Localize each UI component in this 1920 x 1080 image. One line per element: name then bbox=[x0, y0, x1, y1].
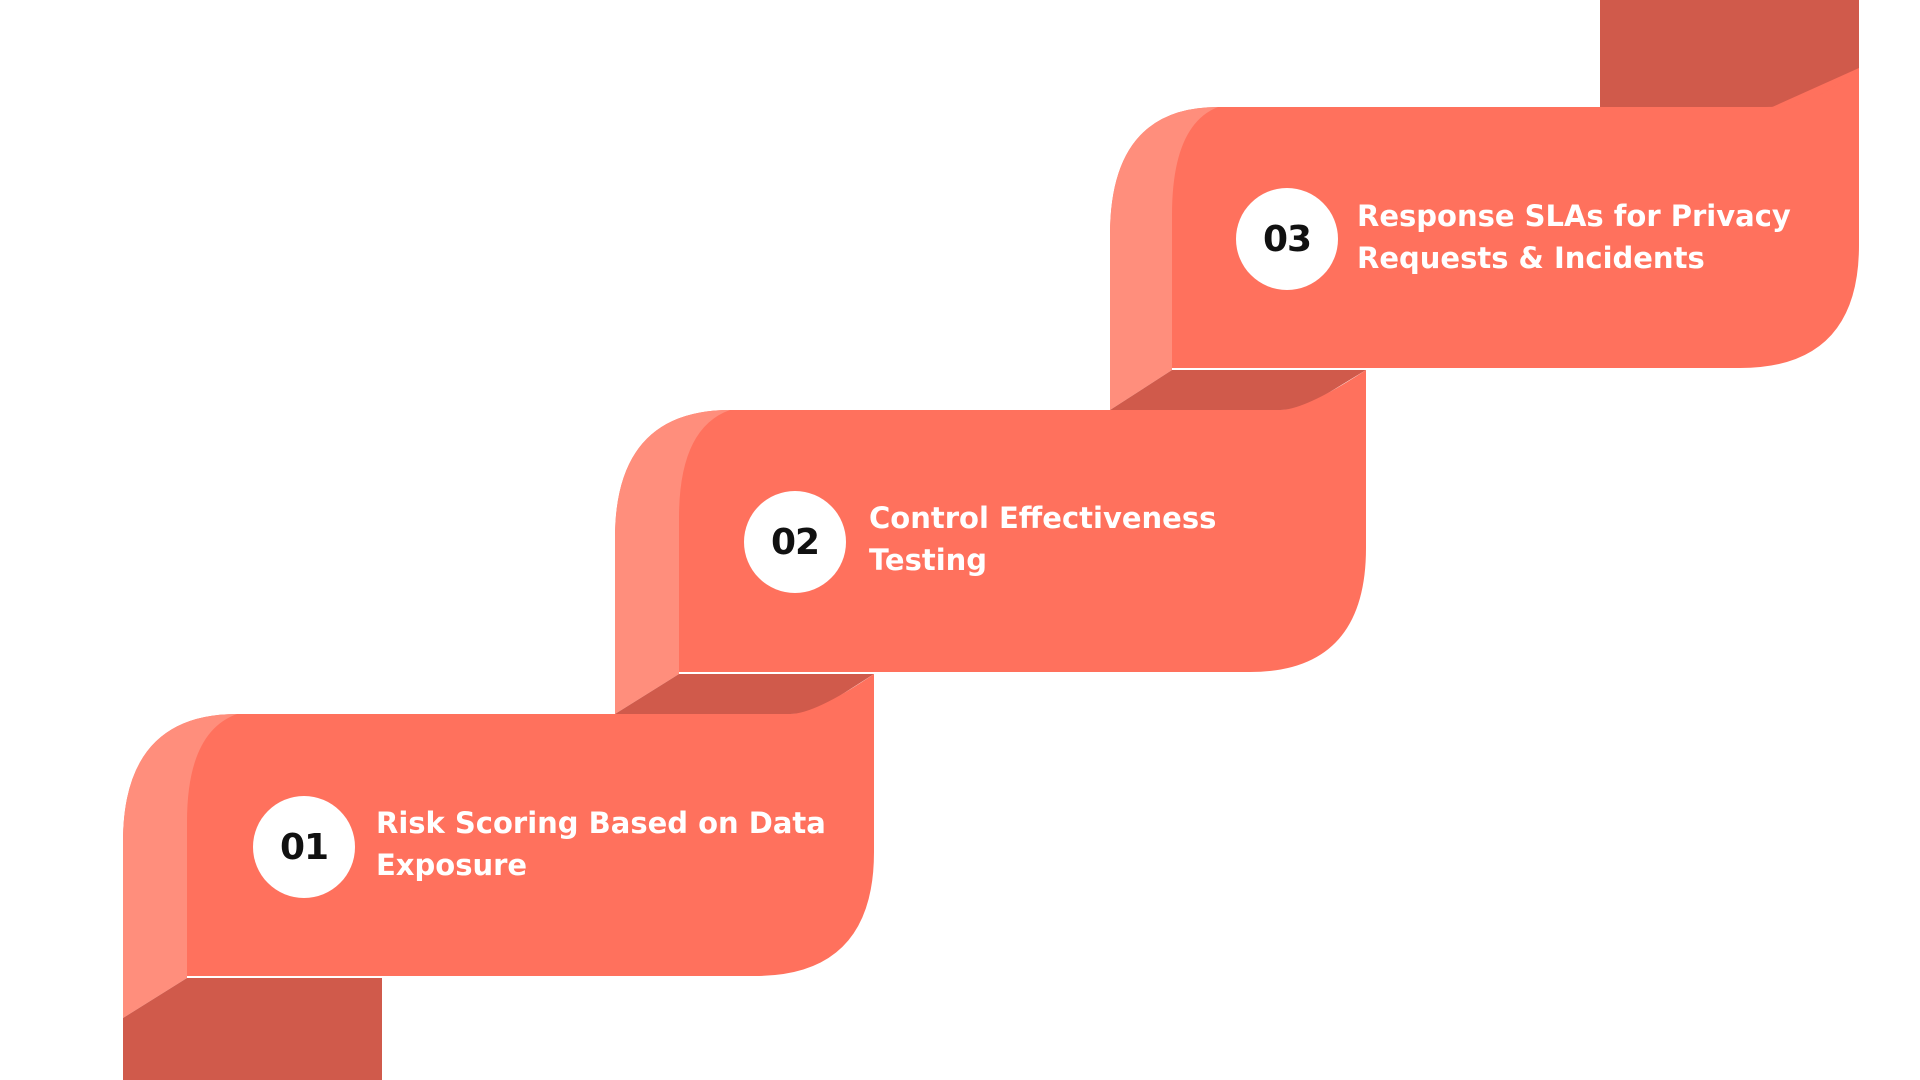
ribbon-fold-02 bbox=[615, 674, 874, 714]
step-01-label: Risk Scoring Based on Data Exposure bbox=[376, 806, 826, 882]
step-02-number: 02 bbox=[770, 521, 820, 563]
ribbon-fold-bottom bbox=[123, 978, 382, 1080]
ribbon-fold-top bbox=[1600, 68, 1859, 108]
ribbon-band-02 bbox=[615, 370, 1366, 672]
ribbon-fold-03 bbox=[1110, 370, 1366, 410]
ribbon-band-03 bbox=[1110, 68, 1859, 368]
step-03-number: 03 bbox=[1262, 218, 1312, 260]
step-01-badge: 01 bbox=[253, 796, 355, 898]
ribbon-band-01-edge bbox=[123, 714, 237, 1018]
step-01-number: 01 bbox=[279, 826, 329, 868]
ribbon-band-01 bbox=[123, 674, 874, 976]
step-03-badge: 03 bbox=[1236, 188, 1338, 290]
ribbon-band-03-edge bbox=[1110, 107, 1218, 410]
ribbon-band-02-edge bbox=[615, 410, 730, 714]
step-02-badge: 02 bbox=[744, 491, 846, 593]
step-03-label: Response SLAs for Privacy Requests & Inc… bbox=[1357, 199, 1791, 275]
step-02-label: Control Effectiveness Testing bbox=[869, 501, 1217, 577]
